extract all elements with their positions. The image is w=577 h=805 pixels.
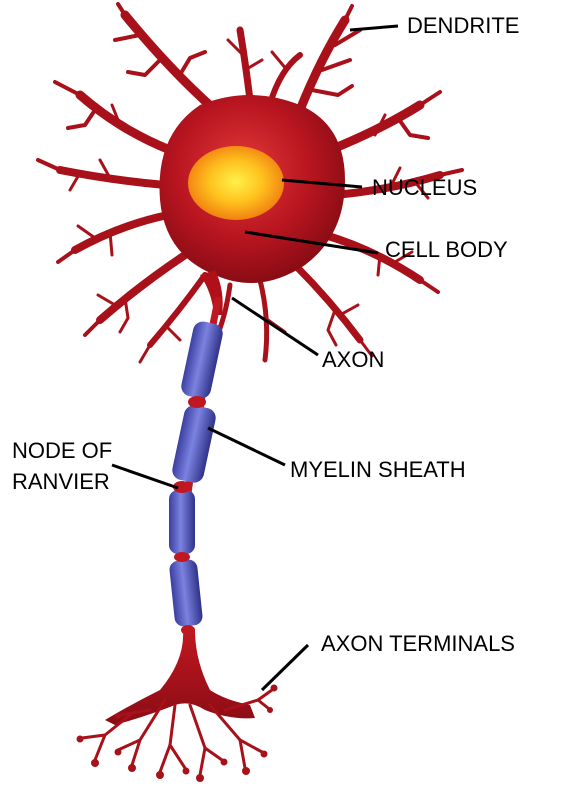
leader-nucleus <box>281 178 363 189</box>
label-nucleus: NUCLEUS <box>372 175 478 200</box>
leader-dendrite <box>349 24 399 32</box>
leader-node-of-ranvier <box>111 463 179 490</box>
axon-terminals <box>76 630 278 782</box>
leader-myelin-sheath <box>207 426 286 467</box>
leader-axon <box>231 296 319 357</box>
label-node-of-ranvier-line1: NODE OF <box>12 438 113 463</box>
label-axon: AXON <box>322 347 385 372</box>
label-axon-terminals: AXON TERMINALS <box>321 631 515 656</box>
label-dendrite: DENDRITE <box>407 13 520 38</box>
leader-axon-terminals <box>260 643 310 692</box>
label-node-of-ranvier-line2: RANVIER <box>12 469 110 494</box>
label-myelin-sheath: MYELIN SHEATH <box>290 457 466 482</box>
myelin-sheath <box>169 321 223 627</box>
label-cell-body: CELL BODY <box>385 237 508 262</box>
leader-lines <box>111 24 399 692</box>
leader-cell-body <box>244 230 379 255</box>
nucleus <box>188 146 284 220</box>
